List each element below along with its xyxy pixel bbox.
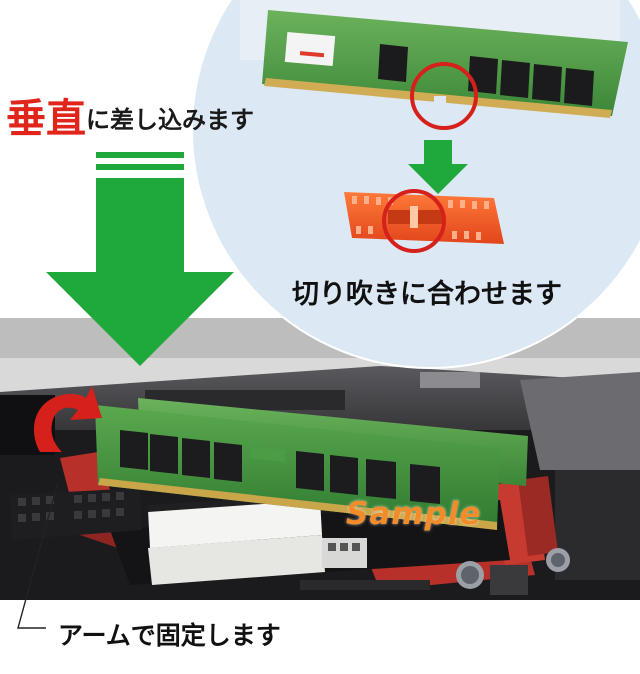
caption-vertical-accent: 垂直 [6,96,86,142]
caption-align-notch: 切り吹きに合わせます [292,279,562,310]
sample-watermark: Sample [346,496,482,532]
caption-insert-vertically: 垂直に差し込みます [6,86,254,144]
dimm-slot-detail [344,192,504,244]
curved-rotate-arrow-icon [34,386,102,452]
arm-leader-line [17,481,59,629]
small-down-arrow-icon [408,140,468,194]
slot-key-highlight-ring [382,189,446,253]
caption-vertical-rest: に差し込みます [86,106,254,134]
large-down-arrow-icon [46,152,234,366]
detail-circle [191,0,640,369]
ram-module-photo [95,398,528,530]
notch-highlight-ring [410,62,478,130]
ram-module-detail [240,0,628,124]
caption-lock-arm: アームで固定します [58,621,281,650]
